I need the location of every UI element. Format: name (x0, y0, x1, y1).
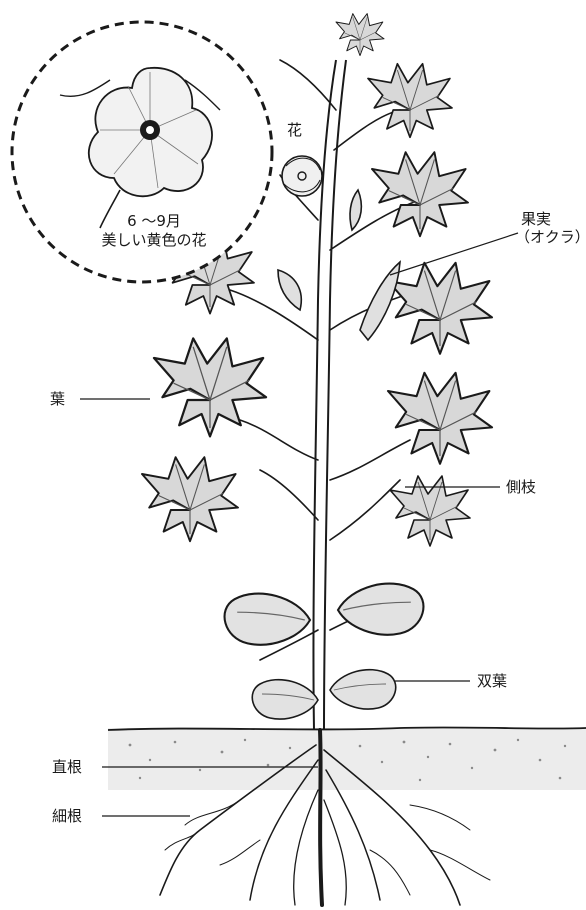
okra-pods (278, 190, 400, 340)
label-leaf: 葉 (50, 390, 65, 408)
label-fruit: 果実 （オクラ） (521, 210, 586, 246)
label-flower: 花 (287, 121, 302, 139)
label-cotyledon: 双葉 (477, 672, 507, 690)
stem-flower (282, 156, 322, 196)
label-fruit-line1: 果実 (521, 210, 586, 228)
soil-layer (108, 727, 586, 790)
label-taproot: 直根 (52, 758, 82, 776)
label-side-branch: 側枝 (506, 478, 536, 496)
label-fine-root: 細根 (52, 807, 82, 825)
callout-description: 美しい黄色の花 (64, 231, 244, 250)
label-fruit-line2: （オクラ） (515, 228, 586, 246)
callout-caption: 6 ～9月 美しい黄色の花 (64, 212, 244, 250)
callout-period: 6 ～9月 (64, 212, 244, 231)
